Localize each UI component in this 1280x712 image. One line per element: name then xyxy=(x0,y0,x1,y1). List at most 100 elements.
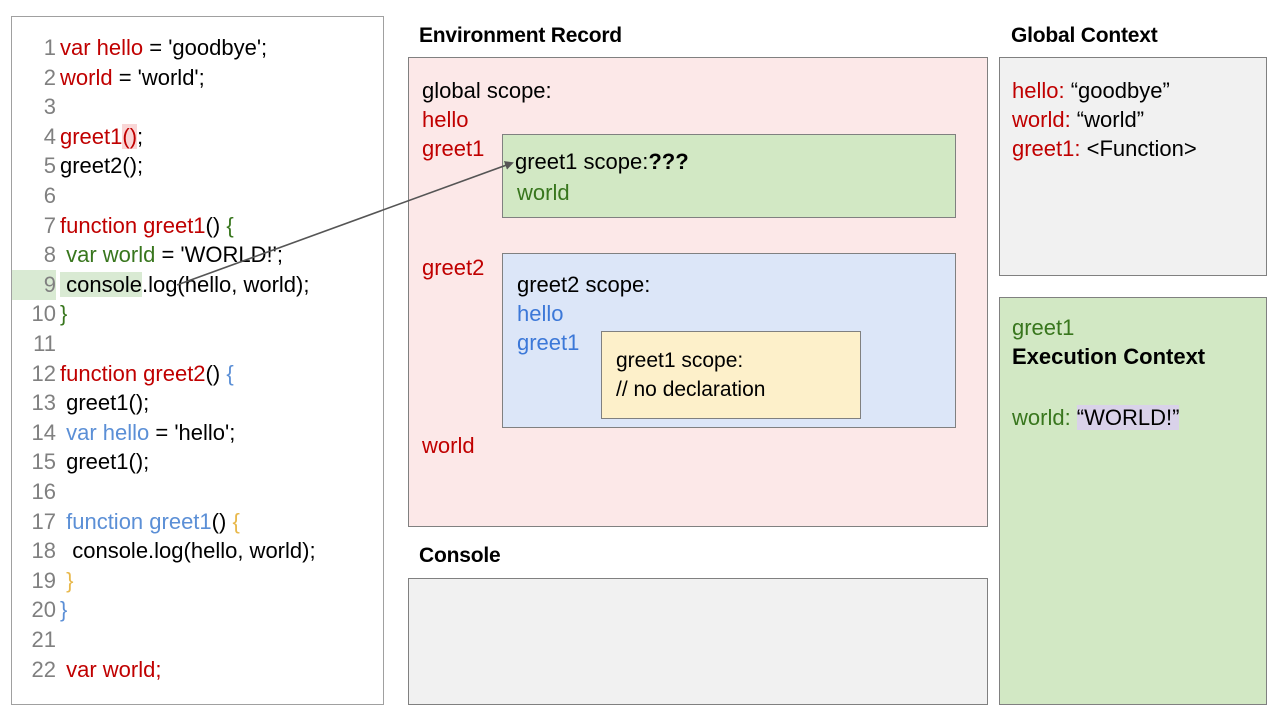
code-token: } xyxy=(60,567,74,593)
line-number: 10 xyxy=(31,301,56,327)
global-context-title: Global Context xyxy=(1011,24,1158,47)
console-output-box[interactable] xyxy=(408,578,988,705)
code-line-text: var hello = 'goodbye'; xyxy=(60,33,267,63)
code-line[interactable]: 16 xyxy=(12,477,383,507)
execution-context-row: world: “WORLD!” xyxy=(1012,405,1180,431)
line-number: 16 xyxy=(31,479,56,504)
global-scope-label: global scope: xyxy=(422,78,552,103)
code-line[interactable]: 13 greet1(); xyxy=(12,388,383,418)
global-context-row: world: “world” xyxy=(1012,107,1144,133)
code-token: function greet2 xyxy=(60,360,206,386)
code-line-text: greet2(); xyxy=(60,151,143,181)
code-line[interactable]: 20} xyxy=(12,595,383,625)
line-number: 9 xyxy=(12,269,56,300)
code-token: = 'hello'; xyxy=(149,419,236,445)
code-token: { xyxy=(232,508,240,534)
code-token: greet1 xyxy=(60,123,123,149)
code-token: = 'world'; xyxy=(112,64,205,90)
code-line[interactable]: 14 var hello = 'hello'; xyxy=(12,418,383,448)
code-token: var hello xyxy=(60,419,150,445)
greet1-scope-box xyxy=(502,134,956,218)
code-line-text: greet1(); xyxy=(60,447,149,477)
code-line[interactable]: 19 } xyxy=(12,566,383,596)
code-token: greet2(); xyxy=(60,153,144,179)
code-line[interactable]: 6 xyxy=(12,181,383,211)
greet1-inner-scope-note: // no declaration xyxy=(616,378,766,401)
global-context-box xyxy=(999,57,1267,276)
code-line-text: greet1(); xyxy=(60,388,149,418)
execution-context-box xyxy=(999,297,1267,705)
line-number: 6 xyxy=(43,183,56,208)
code-line[interactable]: 22 var world; xyxy=(12,655,383,685)
code-token: { xyxy=(226,212,234,238)
code-line[interactable]: 15 greet1(); xyxy=(12,447,383,477)
code-line[interactable]: 9 console.log(hello, world); xyxy=(12,269,383,300)
code-line[interactable]: 17 function greet1() { xyxy=(12,507,383,537)
execution-context-key: world: xyxy=(1012,405,1077,430)
code-line[interactable]: 18 console.log(hello, world); xyxy=(12,536,383,566)
greet2-scope-var-hello: hello xyxy=(517,301,564,326)
execution-context-value: “WORLD!” xyxy=(1076,405,1180,430)
code-token: console.log(hello, world); xyxy=(60,538,316,564)
code-token: var world; xyxy=(60,656,162,682)
code-token: () xyxy=(211,508,233,534)
line-number: 2 xyxy=(43,64,56,90)
code-line[interactable]: 10} xyxy=(12,299,383,329)
greet2-scope-heading: greet2 scope: xyxy=(517,272,651,297)
greet1-scope-heading: greet1 scope:??? xyxy=(515,149,689,175)
greet1-scope-label: greet1 scope: xyxy=(515,149,649,174)
greet1-inner-scope-heading: greet1 scope: xyxy=(616,349,744,372)
code-line-text: function greet2() { xyxy=(60,359,234,389)
greet1-scope-var-world: world xyxy=(517,180,570,205)
code-line[interactable]: 3 xyxy=(12,92,383,122)
greet1-inner-scope-box xyxy=(601,331,861,419)
execution-context-heading: Execution Context xyxy=(1012,344,1206,369)
code-line-text: } xyxy=(60,595,67,625)
code-token: } xyxy=(60,301,68,327)
code-token: greet1(); xyxy=(60,390,150,416)
code-token: ; xyxy=(137,123,144,149)
line-number: 4 xyxy=(43,123,56,149)
code-token: .log(hello, world); xyxy=(141,271,310,297)
global-context-value: “world” xyxy=(1070,107,1145,132)
code-token: greet1(); xyxy=(60,449,150,475)
code-token: () xyxy=(205,360,227,386)
code-line-text: console.log(hello, world); xyxy=(60,270,309,300)
code-line[interactable]: 8 var world = 'WORLD!'; xyxy=(12,240,383,270)
line-number: 12 xyxy=(31,360,56,386)
global-context-key: hello: xyxy=(1012,78,1065,103)
console-title: Console xyxy=(419,544,501,567)
code-token: world xyxy=(60,64,113,90)
code-line-text: console.log(hello, world); xyxy=(60,536,316,566)
line-number: 13 xyxy=(31,390,56,416)
line-number: 17 xyxy=(31,508,56,534)
line-number: 21 xyxy=(31,627,56,652)
code-token: { xyxy=(226,360,234,386)
env-var-hello: hello xyxy=(422,107,469,132)
global-context-key: world: xyxy=(1012,107,1071,132)
code-line-text: function greet1() { xyxy=(60,507,240,537)
line-number: 11 xyxy=(33,331,56,356)
line-number: 3 xyxy=(43,94,56,120)
greet1-scope-unknown-value: ??? xyxy=(648,149,689,174)
code-token: = 'WORLD!'; xyxy=(155,242,283,268)
global-context-key: greet1: xyxy=(1012,136,1081,161)
line-number: 7 xyxy=(43,212,56,238)
line-number: 22 xyxy=(31,656,56,682)
code-line[interactable]: 21 xyxy=(12,625,383,655)
code-token: var world xyxy=(60,242,156,268)
code-line-text: var world; xyxy=(60,655,161,685)
env-var-greet1: greet1 xyxy=(422,136,485,161)
line-number: 1 xyxy=(43,35,56,60)
code-token: function greet1 xyxy=(60,212,206,238)
line-number: 19 xyxy=(31,567,56,593)
global-context-row: greet1: <Function> xyxy=(1012,136,1197,162)
code-line[interactable]: 11 xyxy=(12,329,383,359)
